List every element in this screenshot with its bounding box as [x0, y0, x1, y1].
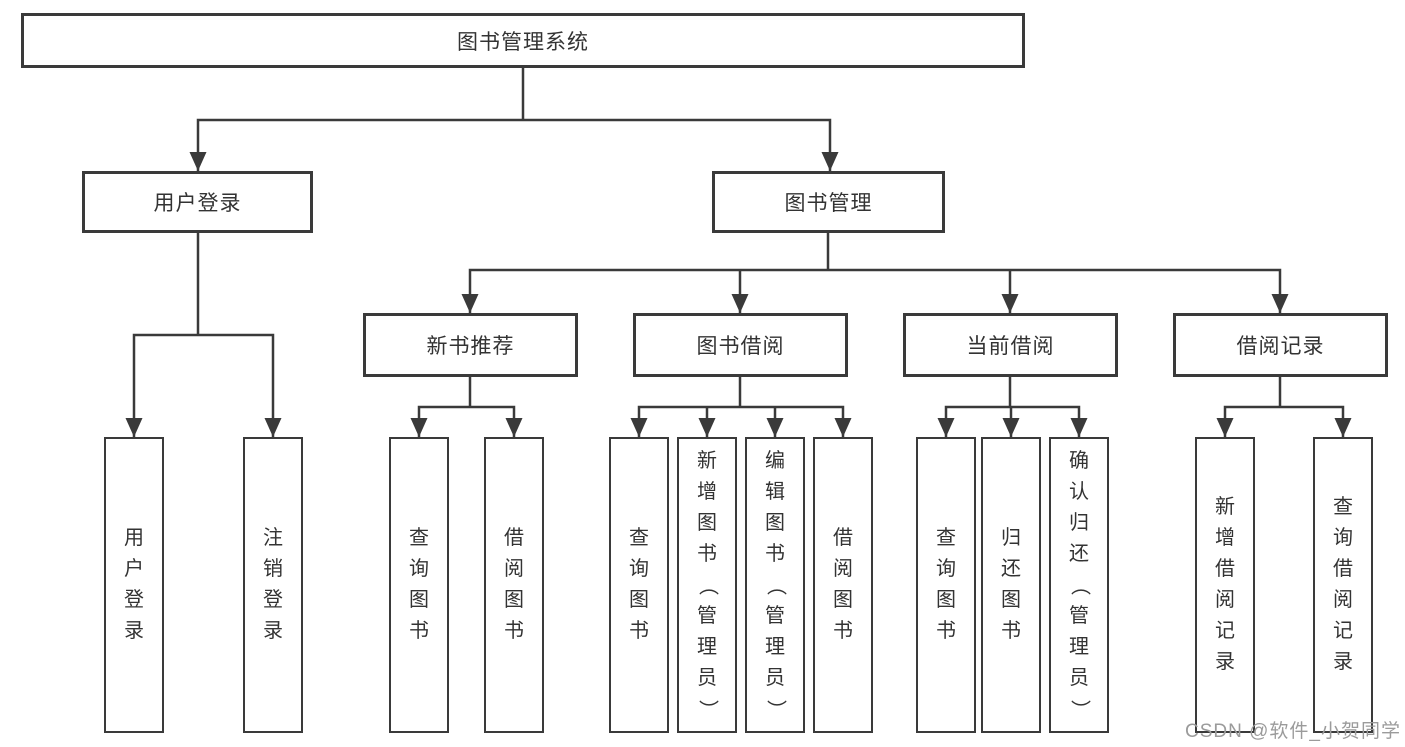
connector-new-book-recommend: [417, 377, 516, 437]
arrowhead-down-icon: [505, 418, 523, 437]
leaf-add-book-admin: 新增图书（管理员）: [677, 437, 737, 733]
node-root: 图书管理系统: [21, 13, 1025, 68]
leaf-confirm-return-admin-label: 确认归还（管理员）: [1068, 449, 1091, 720]
arrowhead-down-icon: [698, 418, 716, 437]
arrowhead-down-icon: [1070, 418, 1088, 437]
leaf-add-borrow-record-label: 新增借阅记录: [1215, 496, 1235, 673]
leaf-edit-book-admin-label: 编辑图书（管理员）: [764, 449, 787, 720]
node-user-login-label: 用户登录: [153, 192, 242, 215]
node-book-management-label: 图书管理: [784, 192, 873, 215]
node-borrow-record-label: 借阅记录: [1236, 335, 1325, 358]
leaf-query-books-current: 查询图书: [916, 437, 976, 733]
leaf-borrow-books-recommend-label: 借阅图书: [504, 527, 524, 642]
arrowhead-down-icon: [264, 418, 282, 437]
leaf-query-books-borrow-label: 查询图书: [629, 527, 649, 642]
leaf-query-borrow-record: 查询借阅记录: [1313, 437, 1373, 733]
leaf-query-books-borrow: 查询图书: [609, 437, 669, 733]
leaf-return-book: 归还图书: [981, 437, 1041, 733]
arrowhead-down-icon: [1271, 294, 1289, 313]
leaf-return-book-label: 归还图书: [1001, 527, 1021, 642]
leaf-logout-label: 注销登录: [263, 527, 283, 642]
arrowhead-down-icon: [1002, 418, 1020, 437]
leaf-borrow-books-recommend: 借阅图书: [484, 437, 544, 733]
node-book-management: 图书管理: [712, 171, 945, 233]
leaf-edit-book-admin: 编辑图书（管理员）: [745, 437, 805, 733]
connector-borrow-record: [1223, 377, 1345, 437]
arrowhead-down-icon: [1001, 294, 1019, 313]
arrowhead-down-icon: [1334, 418, 1352, 437]
connector-user-login: [132, 233, 275, 437]
leaf-borrow-books: 借阅图书: [813, 437, 873, 733]
arrowhead-down-icon: [731, 294, 749, 313]
leaf-borrow-books-label: 借阅图书: [833, 527, 853, 642]
node-current-borrow-label: 当前借阅: [966, 335, 1055, 358]
node-new-book-recommend-label: 新书推荐: [426, 335, 515, 358]
arrowhead-down-icon: [125, 418, 143, 437]
leaf-user-login: 用户登录: [104, 437, 164, 733]
arrowhead-down-icon: [834, 418, 852, 437]
csdn-watermark: CSDN @软件_小贺同学: [1185, 721, 1401, 742]
node-user-login: 用户登录: [82, 171, 313, 233]
leaf-query-borrow-record-label: 查询借阅记录: [1333, 496, 1353, 673]
node-borrow-record: 借阅记录: [1173, 313, 1388, 377]
leaf-add-borrow-record: 新增借阅记录: [1195, 437, 1255, 733]
arrowhead-down-icon: [766, 418, 784, 437]
node-book-borrow-label: 图书借阅: [696, 335, 785, 358]
node-book-borrow: 图书借阅: [633, 313, 848, 377]
arrowhead-down-icon: [937, 418, 955, 437]
leaf-query-books-recommend-label: 查询图书: [409, 527, 429, 642]
connector-book-borrow: [637, 377, 845, 437]
connector-book-management: [468, 233, 1282, 313]
connector-root: [196, 68, 832, 171]
node-current-borrow: 当前借阅: [903, 313, 1118, 377]
leaf-query-books-current-label: 查询图书: [936, 527, 956, 642]
leaf-query-books-recommend: 查询图书: [389, 437, 449, 733]
arrowhead-down-icon: [189, 152, 207, 171]
leaf-logout: 注销登录: [243, 437, 303, 733]
leaf-user-login-label: 用户登录: [124, 527, 144, 642]
leaf-confirm-return-admin: 确认归还（管理员）: [1049, 437, 1109, 733]
arrowhead-down-icon: [821, 152, 839, 171]
arrowhead-down-icon: [461, 294, 479, 313]
arrowhead-down-icon: [1216, 418, 1234, 437]
leaf-add-book-admin-label: 新增图书（管理员）: [696, 449, 719, 720]
arrowhead-down-icon: [630, 418, 648, 437]
arrowhead-down-icon: [410, 418, 428, 437]
node-root-label: 图书管理系统: [457, 30, 589, 54]
node-new-book-recommend: 新书推荐: [363, 313, 578, 377]
